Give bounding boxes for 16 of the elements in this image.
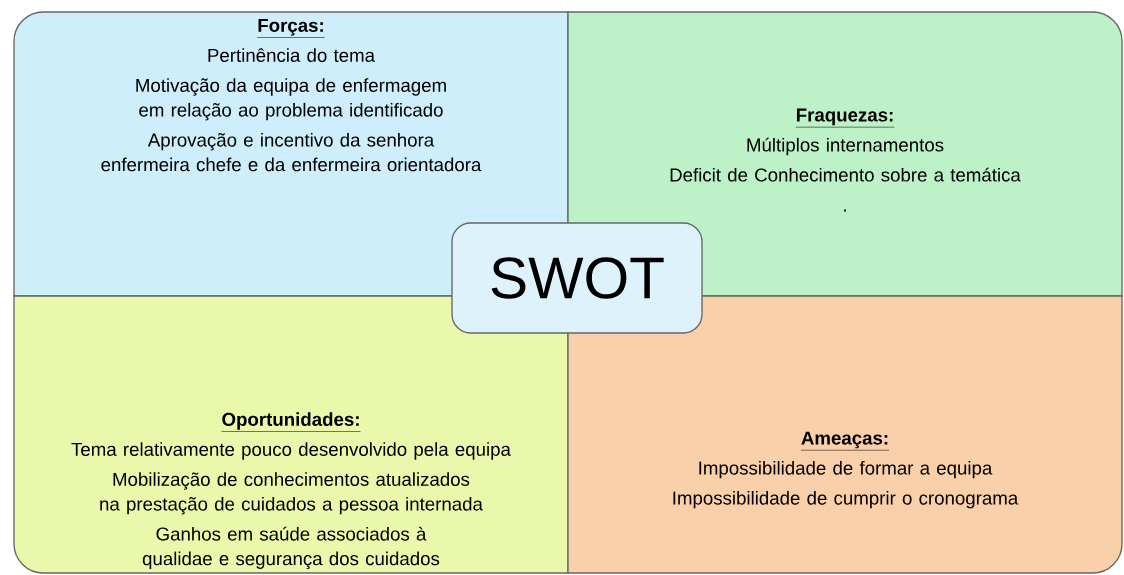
text-line: Mobilização de conhecimentos atualizados na prestação de cuidados a pessoa internada [100,472,483,515]
text-line: Pertinência do tema [208,48,375,62]
text-line: Motivação da equipa de enfermagem em relação ao problema identificado [136,78,446,121]
text-line: Impossibilidade de formar a equipa [699,460,993,479]
text-line: Tema relativamente pouco desenvolvido pela equipa [71,442,511,460]
text-line: Aprovação e incentivo da senhora enfermeira chefe e da enfermeira orientadora [101,132,482,172]
text-line: Deficit de Conhecimento sobre a temática [670,167,1021,182]
heading: Ameaças: [800,431,890,451]
center-box: SWOT [451,222,703,334]
heading: Oportunidades: [221,412,361,432]
text-line: Ganhos em saúde associados à qualidae e segurança dos cuidados [142,526,440,570]
text-line: Impossibilidade de cumprir o cronograma [673,490,1019,509]
text-line: Múltiplos internamentos [747,137,944,156]
text-line: . [844,209,846,212]
heading: Forças: [257,18,325,38]
heading: Fraquezas: [795,108,895,128]
